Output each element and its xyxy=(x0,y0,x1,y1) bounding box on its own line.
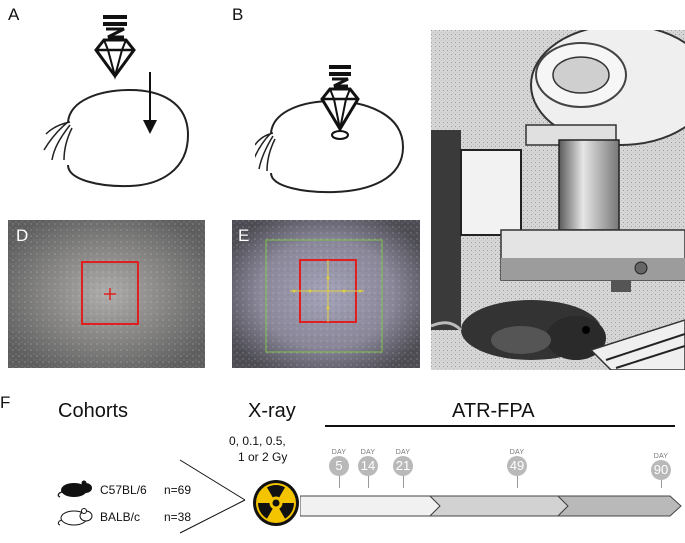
brain-outline xyxy=(270,99,405,194)
timeline-segment-3 xyxy=(556,495,682,517)
diagram-a xyxy=(43,15,190,188)
outer-grid-box xyxy=(265,239,383,353)
photo-mouse-under-microscope: C xyxy=(431,30,685,370)
dose-line-2: 1 or 2 Gy xyxy=(238,450,288,464)
radiation-hazard-icon xyxy=(253,480,299,526)
cohort-n-c57: n=69 xyxy=(164,483,192,497)
cohort-strain-balb: BALB/c xyxy=(100,510,141,524)
olfactory-lines xyxy=(43,121,73,161)
day-marker-49: DAY 49 xyxy=(502,449,532,488)
dose-line-1: 0, 0.1, 0.5, xyxy=(229,434,286,448)
panel-label-b: B xyxy=(232,5,244,24)
panel-label-f: F xyxy=(0,393,11,412)
cohort-n-balb: n=38 xyxy=(164,510,192,524)
photo-cortex-d: D xyxy=(8,220,205,368)
atr-fpa-span-line xyxy=(325,425,675,427)
atr-fpa-title: ATR-FPA xyxy=(452,400,535,422)
olfactory-lines xyxy=(255,132,276,172)
panel-label-e: E xyxy=(238,226,250,245)
cohorts-title: Cohorts xyxy=(58,400,129,422)
cohort-converge-lines xyxy=(179,459,246,534)
cohort-strain-c57: C57BL/6 xyxy=(100,483,147,497)
black-mouse-icon xyxy=(57,480,92,498)
diamond-detector-icon xyxy=(94,15,136,80)
white-mouse-icon xyxy=(57,508,93,526)
panel-label-d: D xyxy=(16,226,29,245)
diagram-b xyxy=(255,65,405,194)
day-marker-21: DAY 21 xyxy=(388,449,418,488)
roi-box xyxy=(81,261,139,325)
timeline-segment-2 xyxy=(428,495,569,517)
brain-outline xyxy=(67,88,190,188)
day-marker-14: DAY 14 xyxy=(353,449,383,488)
day-marker-90: DAY 90 xyxy=(646,453,676,488)
timeline-arrow-bar xyxy=(300,495,682,517)
timeline-segment-1 xyxy=(300,495,441,517)
panel-label-a: A xyxy=(8,5,20,24)
xray-title: X-ray xyxy=(248,400,296,422)
day-marker-5: DAY 5 xyxy=(324,449,354,488)
diamond-detector-icon xyxy=(320,65,360,140)
photo-cortex-e: E xyxy=(232,220,420,368)
